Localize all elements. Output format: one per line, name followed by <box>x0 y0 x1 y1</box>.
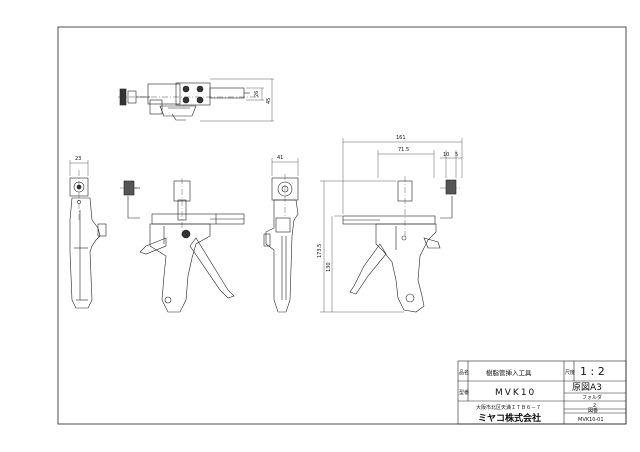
dim-height-130: 130 <box>326 262 332 272</box>
folder-value: 2 <box>593 403 596 409</box>
model-number: MVK10 <box>495 388 536 398</box>
model-label: 型番 <box>459 389 469 396</box>
right-view <box>342 176 462 313</box>
scale-value: 1 : 2 <box>580 365 605 378</box>
back-view-dimension <box>271 158 299 176</box>
product-name: 樹脂管挿入工具 <box>486 368 532 377</box>
top-view <box>118 82 260 121</box>
dim-top-26: 26 <box>254 91 260 97</box>
dim-overall-161: 161 <box>396 135 406 141</box>
dim-10: 10 <box>443 152 449 158</box>
left-side-dimension <box>69 160 89 176</box>
dim-top-45: 45 <box>266 98 272 104</box>
product-name-label: 品名 <box>459 369 469 376</box>
dim-side-23: 23 <box>75 156 81 162</box>
drawing-number: MVK10-01 <box>578 417 604 423</box>
company-address: 大阪市北区天満ＩＴＢ６－７ <box>476 404 541 411</box>
folder-label: フォルダ <box>582 394 602 401</box>
dim-length-71-5: 71.5 <box>398 147 409 153</box>
dim-5: 5 <box>455 152 458 158</box>
right-view-dimensions <box>320 138 463 313</box>
dim-back-41: 41 <box>277 155 283 161</box>
drawing-frame <box>57 26 627 425</box>
paper-size: 原図A3 <box>572 382 602 393</box>
left-side-view <box>69 170 107 309</box>
top-view-dimensions <box>200 78 274 122</box>
dim-height-173-5: 173.5 <box>317 244 323 258</box>
drawing-number-label: 図番 <box>588 407 598 414</box>
back-view <box>263 174 299 313</box>
front-view <box>120 178 245 313</box>
company-name: ミヤコ株式会社 <box>478 412 541 424</box>
title-block <box>457 360 627 425</box>
scale-label: 尺度 <box>565 369 575 376</box>
